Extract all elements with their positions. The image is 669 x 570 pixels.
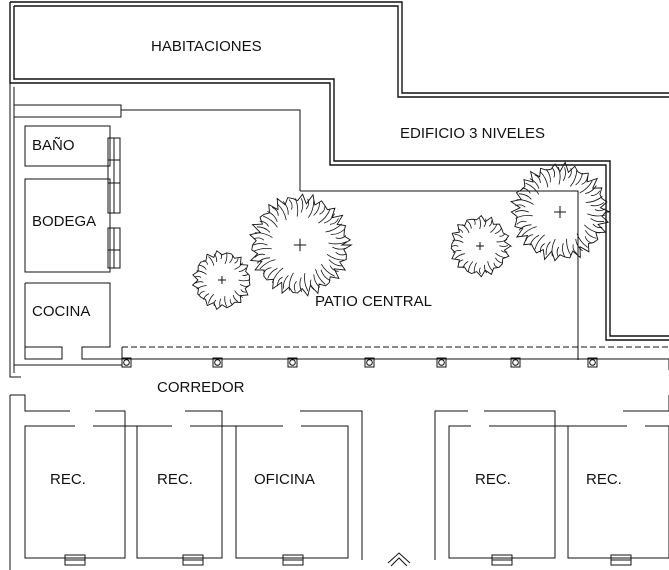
room-rec-3 bbox=[448, 425, 556, 559]
trees bbox=[191, 161, 611, 311]
tree-icon bbox=[191, 250, 251, 311]
lower-wing-walls bbox=[9, 359, 669, 570]
room-oficina bbox=[235, 425, 349, 559]
room-bano bbox=[24, 125, 111, 167]
label-patio: PATIO CENTRAL bbox=[315, 293, 432, 310]
corridor-columns bbox=[121, 357, 598, 368]
label-oficina: OFICINA bbox=[254, 471, 315, 488]
left-wing-walls bbox=[9, 83, 579, 378]
label-habitaciones: HABITACIONES bbox=[151, 38, 262, 55]
label-corredor: CORREDOR bbox=[157, 379, 245, 396]
label-rec-3: REC. bbox=[475, 471, 511, 488]
tree-icon bbox=[450, 214, 513, 278]
label-edificio: EDIFICIO 3 NIVELES bbox=[400, 125, 546, 142]
room-cocina bbox=[25, 282, 123, 360]
room-rec-2 bbox=[136, 425, 223, 559]
tree-icon bbox=[248, 193, 353, 297]
label-rec-2: REC. bbox=[157, 471, 193, 488]
bottom-windows bbox=[64, 554, 632, 566]
label-bodega: BODEGA bbox=[32, 213, 97, 230]
label-bano: BAÑO bbox=[32, 137, 75, 154]
room-rec-4 bbox=[567, 425, 669, 559]
label-rec-4: REC. bbox=[586, 471, 622, 488]
label-cocina: COCINA bbox=[32, 303, 91, 320]
label-rec-1: REC. bbox=[50, 471, 86, 488]
room-bodega bbox=[24, 178, 111, 273]
room-rec-1 bbox=[24, 425, 126, 559]
caret-icon bbox=[387, 552, 411, 567]
tree-icon bbox=[509, 161, 611, 262]
left-windows bbox=[107, 137, 121, 269]
